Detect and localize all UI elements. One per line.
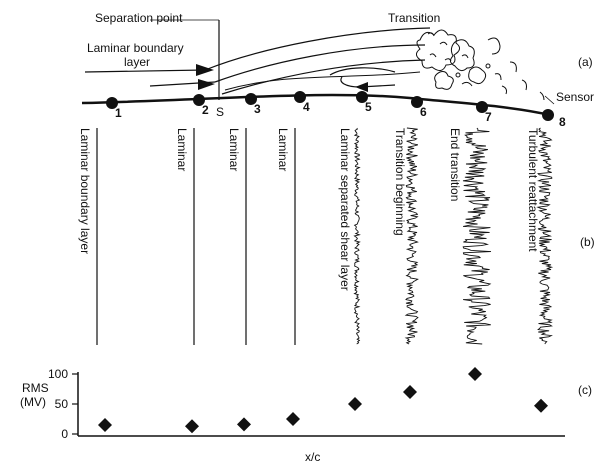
sensor-dot-6 [411, 96, 423, 108]
rms-point-1 [98, 418, 112, 432]
trace-label-1: Laminar boundary layer [78, 128, 92, 254]
y-axis-ticks: 100 50 0 [48, 367, 78, 441]
streamline-6 [224, 71, 421, 91]
sensor-number-1: 1 [115, 106, 122, 120]
rms-point-2 [185, 419, 199, 434]
signal-trace-7: End transition [448, 127, 492, 345]
panel-c-label: (c) [578, 383, 592, 397]
signal-trace-1: Laminar boundary layer [78, 128, 98, 345]
trace-line-6 [404, 127, 419, 345]
airfoil-surface [81, 93, 551, 117]
laminar-boundary-layer-label-line2: layer [124, 55, 150, 69]
streamline-3 [204, 27, 431, 71]
rms-point-3 [237, 417, 251, 432]
trace-line-5 [353, 127, 361, 345]
trace-label-8: Turbulent reattachment [526, 128, 540, 252]
sensor-dot-3 [245, 93, 257, 105]
trace-label-5: Laminar separated shear layer [338, 128, 352, 291]
streamline-5 [221, 59, 426, 95]
sensor-dot-8 [542, 109, 554, 121]
signal-trace-6: Transition beginning [393, 127, 419, 345]
trace-label-3: Laminar [227, 128, 241, 171]
signal-trace-5: Laminar separated shear layer [338, 127, 361, 345]
rms-point-8 [534, 398, 548, 413]
sensor-dots: 1 2 3 4 5 6 7 8 [106, 91, 566, 129]
streamline-4 [214, 44, 426, 83]
signal-trace-2: Laminar [175, 128, 195, 345]
laminar-boundary-layer-label-line1: Laminar boundary [87, 41, 184, 55]
rms-point-4 [286, 412, 300, 426]
sensor-number-4: 4 [303, 100, 310, 114]
y-tick-label-50: 50 [55, 397, 69, 411]
panel-b-signal-traces: Laminar boundary layer Laminar Laminar Lami… [78, 127, 554, 345]
trace-label-4: Laminar [276, 128, 290, 171]
flow-arrow-1 [196, 64, 214, 76]
sensor-leader [544, 95, 555, 105]
sensor-dot-2 [193, 94, 205, 106]
trace-line-8 [536, 127, 554, 345]
trace-label-2: Laminar [175, 128, 189, 171]
signal-trace-3: Laminar [227, 128, 247, 345]
laminar-boundary-layer-label: Laminar boundary layer [87, 41, 187, 69]
rms-point-6 [403, 385, 417, 399]
sensor-dot-7 [476, 101, 488, 113]
transition-turbulence-icon [416, 29, 545, 101]
panel-b-label: (b) [580, 235, 595, 249]
sensor-dot-4 [294, 91, 306, 103]
signal-trace-4: Laminar [276, 128, 296, 345]
sensor-number-6: 6 [420, 105, 427, 119]
sensor-dot-1 [106, 97, 118, 109]
sensor-number-8: 8 [559, 115, 566, 129]
panel-c-rms-plot: 100 50 0 RMS (MV) x/c (c) [20, 367, 592, 463]
rms-label-line1: RMS [22, 381, 49, 395]
separation-point-label: Separation point [95, 11, 183, 25]
sensor-dot-5 [356, 91, 368, 103]
sensor-label: Sensor [556, 90, 594, 104]
rms-label-line2: (MV) [20, 395, 46, 409]
separation-mark-s: S [216, 105, 224, 119]
streamline-1 [84, 69, 206, 73]
signal-trace-8: Turbulent reattachment [526, 127, 554, 345]
sensor-number-3: 3 [254, 102, 261, 116]
panel-a-label: (a) [578, 55, 593, 69]
recirculation-arrow [355, 82, 368, 92]
panel-a-flow-schematic: 1 2 3 4 5 6 7 8 Separation point Laminar bounda… [81, 11, 594, 129]
transition-label: Transition [388, 11, 440, 25]
flow-arrow-2 [198, 79, 215, 90]
y-tick-label-0: 0 [61, 427, 68, 441]
y-tick-label-100: 100 [48, 367, 68, 381]
x-axis-label: x/c [305, 450, 320, 463]
rms-data-points [98, 367, 548, 434]
sensor-number-2: 2 [202, 103, 209, 117]
trace-label-6: Transition beginning [393, 128, 407, 236]
rms-point-7 [468, 367, 482, 381]
rms-point-5 [348, 397, 362, 411]
sensor-number-7: 7 [485, 110, 492, 124]
trace-label-7: End transition [448, 128, 462, 201]
trace-line-7 [462, 127, 492, 345]
sensor-number-5: 5 [365, 100, 372, 114]
